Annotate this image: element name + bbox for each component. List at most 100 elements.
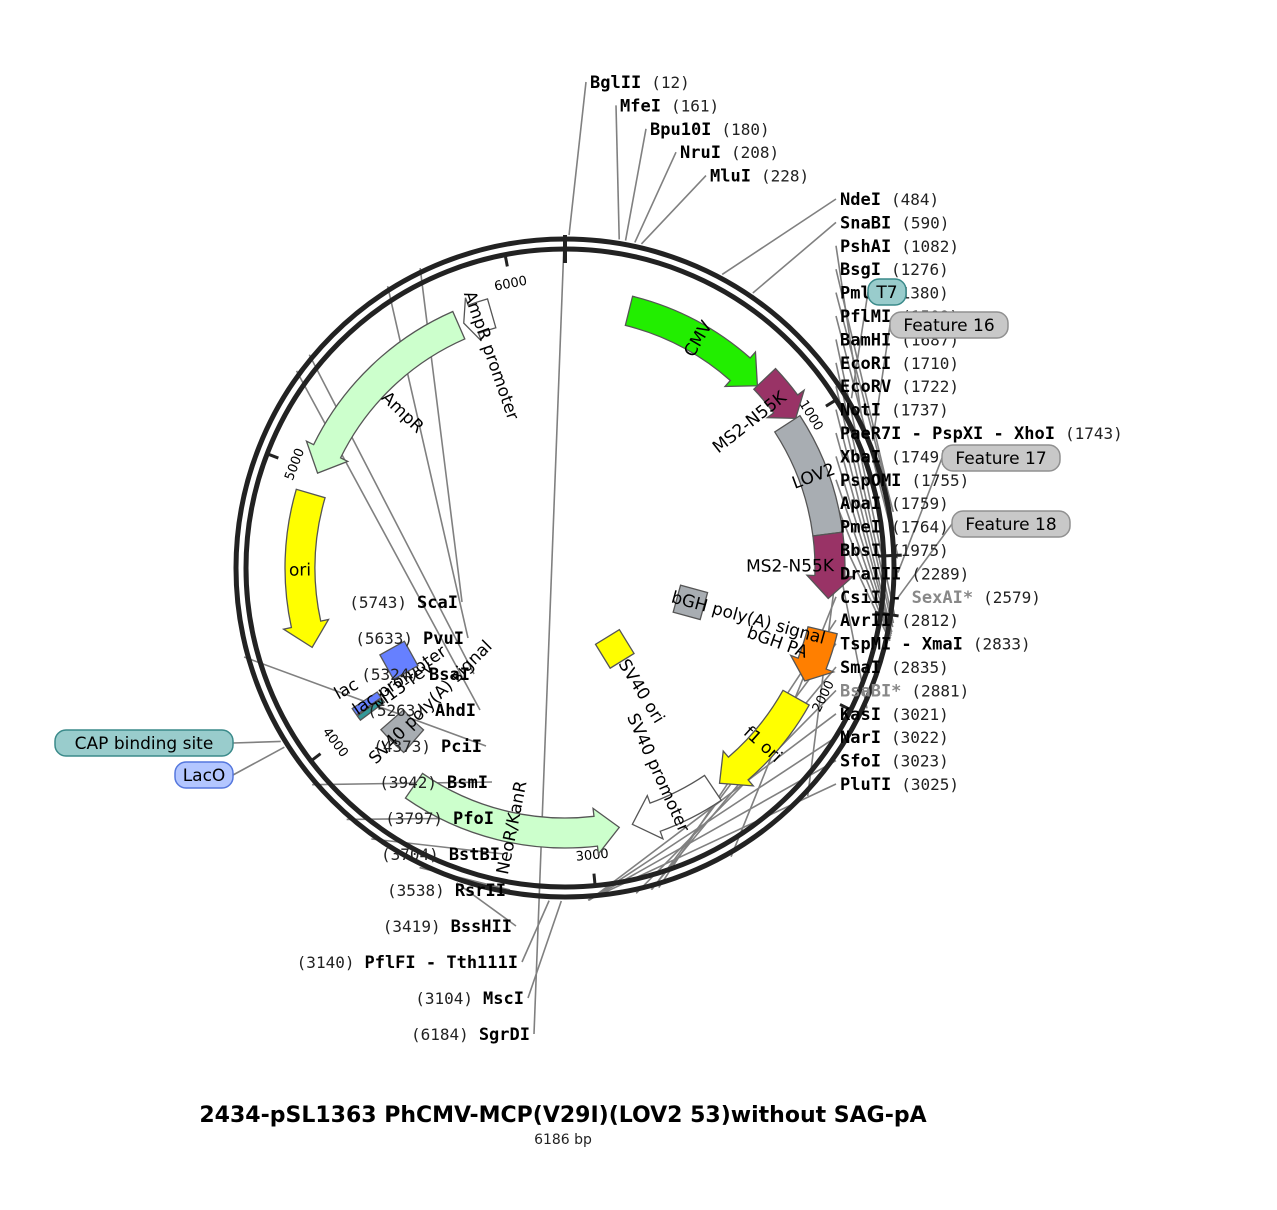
site-label: (5743)ScaI — [349, 593, 458, 613]
site-position: (161) — [671, 96, 719, 115]
site-name: BsgI — [840, 260, 881, 280]
site-label: NruI (208) — [680, 143, 779, 163]
site-label: (3104)MscI — [415, 989, 524, 1009]
map-length: 6186 bp — [534, 1132, 592, 1148]
feature-ampr-promoter — [463, 297, 497, 342]
feature-box-label: Feature 16 — [903, 316, 994, 336]
leader-line — [588, 713, 837, 901]
leader-line — [533, 234, 566, 1035]
site-name: BsaBI* — [840, 681, 901, 701]
feature-sv40-promoter — [631, 774, 723, 841]
feature-label: MS2-N55K — [746, 556, 835, 577]
site-label: (3704)BstBI — [381, 845, 500, 865]
site-name: PfoI — [453, 809, 494, 829]
site-name: AvrII — [840, 611, 891, 631]
site-name: NarI — [840, 728, 881, 748]
site-label: EcoRV (1722) — [840, 377, 959, 397]
site-position: (5743) — [349, 593, 407, 612]
tick-label: 6000 — [493, 274, 528, 295]
leader-line — [624, 128, 647, 241]
site-name: SfoI — [840, 752, 881, 772]
site-position: (3797) — [385, 809, 443, 828]
plasmid-backbone — [233, 235, 897, 900]
site-label: PaeR7I - PspXI - XhoI(1743) — [840, 424, 1123, 444]
feature-box-label: T7 — [875, 283, 897, 303]
leader-line — [312, 781, 493, 786]
leader-line — [634, 151, 677, 243]
site-position: (484) — [891, 190, 939, 209]
site-label: SmaI(2835) — [840, 658, 949, 678]
site-label: (5633) PvuI — [355, 629, 464, 649]
site-labels: BglII(12)MfeI(161)Bpu10I(180)NruI(208)Ml… — [54, 73, 1123, 1045]
feature-boundary-mark — [877, 553, 902, 558]
feature-boundary-mark — [874, 611, 899, 618]
site-name: PmeI — [840, 518, 881, 538]
tick-label: 3000 — [575, 847, 609, 865]
tick-mark — [839, 703, 854, 713]
site-name: ApaI — [840, 494, 881, 514]
feature-box-label: CAP binding site — [75, 734, 214, 754]
site-position: (3704) — [381, 845, 439, 864]
site-name: CsiI - — [840, 588, 912, 608]
site-position: (2881) — [911, 681, 969, 700]
leader-line — [721, 198, 837, 276]
leader-line — [635, 689, 837, 894]
site-label: NdeI(484) — [840, 190, 939, 210]
feature-box-feature-17 — [941, 444, 1061, 472]
leader-line — [615, 105, 621, 240]
site-label: PluTI(3025) — [840, 775, 959, 795]
site-position: (1722) — [901, 377, 959, 396]
feature-box-label: Feature 17 — [955, 449, 1046, 469]
site-label: (6184)SgrDI — [411, 1025, 530, 1045]
tick-label: 5000 — [282, 446, 308, 482]
feature-box-label: Feature 18 — [965, 515, 1056, 535]
site-label: XbaI(1749) — [840, 447, 949, 467]
inner-feature-bgh-poly-a-signal — [672, 584, 709, 621]
site-label: EcoRI(1710) — [840, 354, 959, 374]
feature-ampr — [305, 310, 466, 474]
site-position: (1975) — [891, 541, 949, 560]
feature-label: MS2-N55K — [709, 387, 791, 458]
site-name-alt: SexAI* — [912, 588, 973, 608]
site-name: BsmI — [447, 773, 488, 793]
site-name: AhdI — [435, 701, 476, 721]
inner-feature-sv40-ori — [594, 628, 635, 670]
site-name: MluI — [710, 167, 751, 187]
site-name: BssHII — [451, 917, 512, 937]
site-name: BbsI — [840, 541, 881, 561]
tick-mark — [825, 397, 839, 408]
site-label: PspOMI (1755) — [840, 471, 969, 491]
site-label: Bpu10I(180) — [650, 120, 770, 140]
feature-box-feature-18 — [951, 510, 1071, 538]
site-position: (12) — [651, 73, 690, 92]
feature-box-feature-16 — [889, 311, 1009, 339]
leader-line — [232, 740, 281, 744]
site-position: (4373) — [373, 737, 431, 756]
tick-mark — [264, 451, 279, 460]
leader-line — [895, 523, 953, 601]
site-name: PaeR7I - PspXI - XhoI — [840, 424, 1055, 444]
site-position: (5633) — [355, 629, 413, 648]
site-name: EcoRV — [840, 377, 891, 397]
tick-label: 4000 — [319, 725, 351, 760]
leader-line — [640, 175, 707, 245]
tick-label: 2000 — [810, 678, 838, 714]
site-name: PspOMI — [840, 471, 901, 491]
feature-lac-promoter — [351, 691, 383, 716]
site-name: TspMI - XmaI — [840, 635, 963, 655]
leader-line — [835, 245, 863, 417]
site-position: (1755) — [911, 471, 969, 490]
leader-line — [588, 759, 837, 901]
site-name: PvuI — [423, 629, 464, 649]
site-position: (1710) — [901, 354, 959, 373]
site-position: (1749) — [891, 447, 949, 466]
site-label: (4373)PciI — [373, 737, 482, 757]
site-position: (590) — [901, 213, 949, 232]
site-label: NarI(3022) — [840, 728, 949, 748]
site-name: NruI — [680, 143, 721, 163]
site-label: (3419)BssHII — [383, 917, 512, 937]
site-label: ApaI(1759) — [840, 494, 949, 514]
site-position: (208) — [731, 143, 779, 162]
site-name: MfeI — [620, 96, 661, 116]
